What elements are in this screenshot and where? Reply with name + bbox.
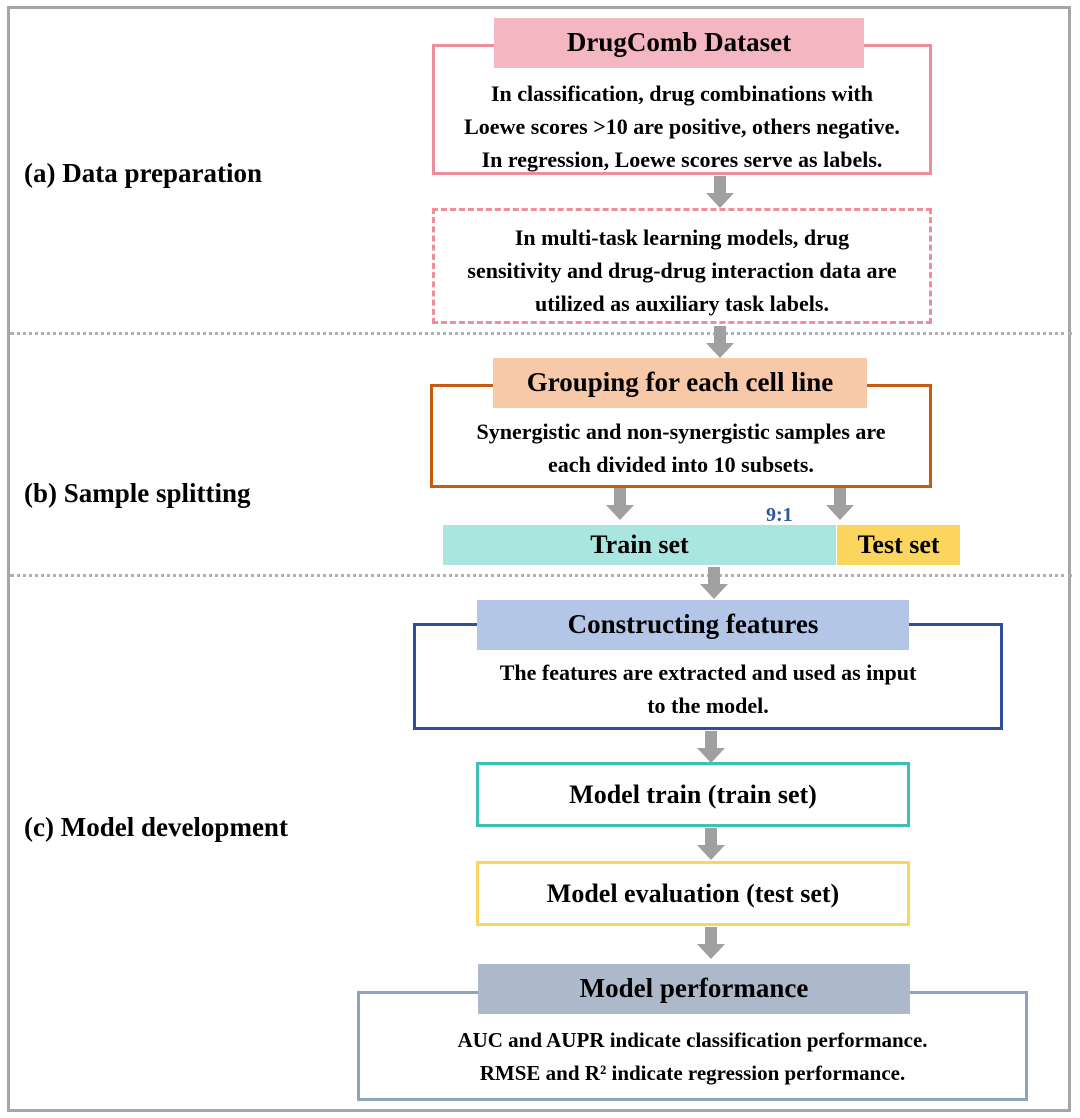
dataset-box: In classification, drug combinations wit…: [432, 44, 932, 175]
performance-title: Model performance: [478, 964, 910, 1014]
grouping-title: Grouping for each cell line: [493, 358, 867, 408]
dataset-title: DrugComb Dataset: [494, 18, 864, 68]
grouping-line: each divided into 10 subsets.: [548, 452, 814, 477]
grouping-description: Synergistic and non-synergistic samples …: [433, 415, 929, 481]
dataset-line: Loewe scores >10 are positive, others ne…: [464, 114, 900, 139]
arrow-down-icon: [697, 731, 725, 763]
features-line: to the model.: [647, 693, 769, 718]
performance-line: RMSE and R² indicate regression performa…: [479, 1061, 906, 1085]
multitask-line: sensitivity and drug-drug interaction da…: [467, 258, 897, 283]
arrow-down-icon: [706, 326, 734, 358]
features-description: The features are extracted and used as i…: [416, 656, 1000, 722]
multitask-line: In multi-task learning models, drug: [514, 225, 850, 250]
section-label-sample-splitting: (b) Sample splitting: [24, 478, 251, 508]
section-divider: [10, 574, 1072, 577]
arrow-down-icon: [606, 488, 634, 520]
arrow-down-icon: [697, 828, 725, 860]
figure-frame: [7, 6, 1071, 1112]
arrow-down-icon: [697, 927, 725, 959]
dataset-description: In classification, drug combinations wit…: [435, 77, 929, 176]
split-ratio-label: 9:1: [766, 504, 793, 526]
section-divider: [10, 332, 1072, 335]
train-set-block: Train set: [443, 525, 836, 565]
grouping-line: Synergistic and non-synergistic samples …: [476, 419, 886, 444]
section-label-data-preparation: (a) Data preparation: [24, 158, 262, 188]
model-evaluation-step: Model evaluation (test set): [476, 861, 910, 926]
multitask-description: In multi-task learning models, drug sens…: [435, 221, 929, 320]
multitask-box: In multi-task learning models, drug sens…: [432, 208, 932, 324]
multitask-line: utilized as auxiliary task labels.: [535, 291, 829, 316]
test-set-block: Test set: [837, 525, 960, 565]
section-label-model-development: (c) Model development: [24, 812, 288, 842]
arrow-down-icon: [706, 176, 734, 208]
arrow-down-icon: [700, 567, 728, 599]
performance-description: AUC and AUPR indicate classification per…: [360, 1024, 1025, 1090]
performance-line: AUC and AUPR indicate classification per…: [457, 1028, 928, 1052]
dataset-line: In regression, Loewe scores serve as lab…: [481, 147, 883, 172]
model-train-step: Model train (train set): [476, 762, 910, 827]
features-line: The features are extracted and used as i…: [499, 660, 917, 685]
dataset-line: In classification, drug combinations wit…: [491, 81, 873, 106]
arrow-down-icon: [826, 488, 854, 520]
features-title: Constructing features: [477, 600, 909, 650]
